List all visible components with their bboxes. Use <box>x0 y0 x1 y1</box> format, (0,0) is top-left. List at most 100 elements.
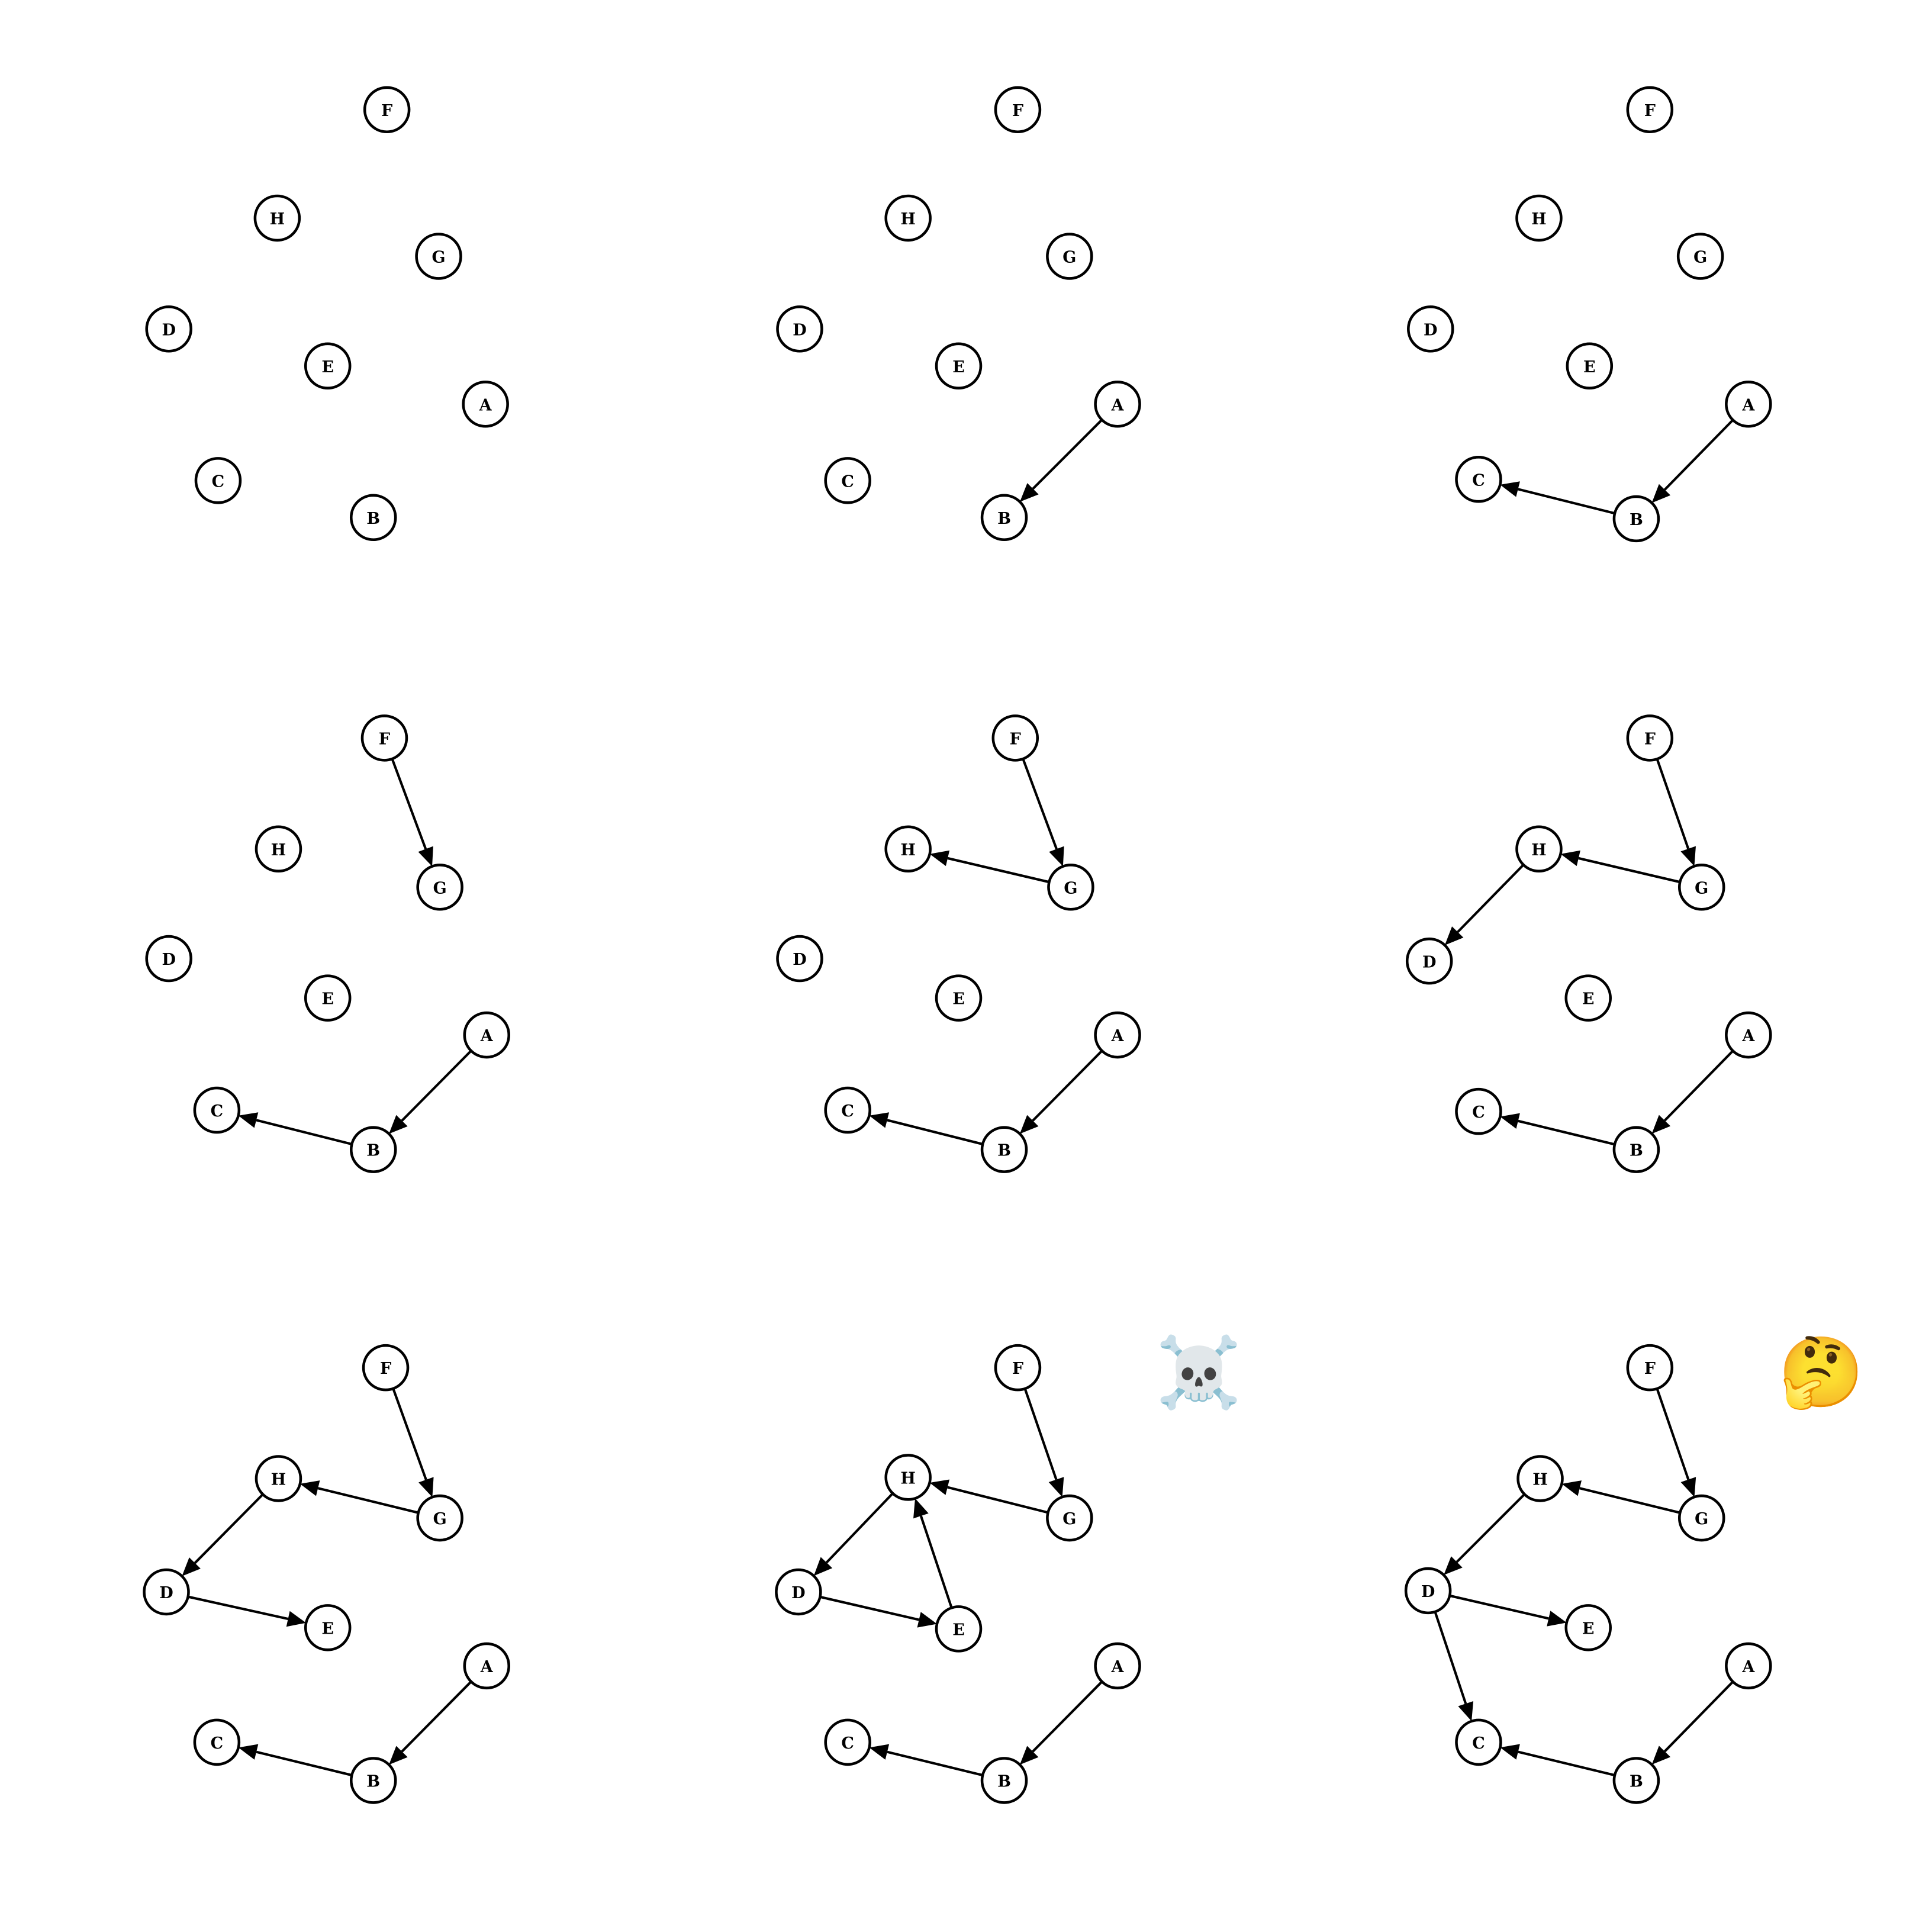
edge-line <box>401 1680 472 1753</box>
node-f: F <box>362 1344 410 1392</box>
node-a: A <box>1725 1642 1772 1690</box>
edge-G-H <box>1561 1480 1680 1514</box>
node-h: H <box>884 1454 932 1501</box>
arrowhead-icon <box>913 1498 929 1519</box>
node-e: E <box>304 342 352 390</box>
arrowhead-icon <box>1444 1556 1463 1575</box>
edge-D-C <box>1434 1611 1474 1721</box>
node-circle <box>935 342 983 390</box>
node-circle <box>416 1494 463 1542</box>
node-label: A <box>480 1658 494 1676</box>
edge-line <box>887 1750 983 1777</box>
arrowhead-icon <box>1444 926 1464 945</box>
edge-line <box>887 1119 983 1146</box>
node-f: F <box>994 86 1042 134</box>
arrowhead-icon <box>389 1746 408 1765</box>
node-circle <box>884 194 932 242</box>
arrowhead-icon <box>1680 846 1696 867</box>
node-circle <box>1612 1126 1660 1173</box>
arrowhead-icon <box>869 1112 890 1128</box>
node-circle <box>1725 1011 1772 1059</box>
node-e: E <box>304 974 352 1022</box>
node-d: D <box>143 1568 190 1616</box>
node-label: C <box>1472 1734 1485 1753</box>
node-circle <box>1047 864 1094 911</box>
node-d: D <box>1404 1567 1452 1615</box>
edge-D-E <box>819 1595 938 1628</box>
node-label: D <box>793 321 806 339</box>
arrowhead-icon <box>1560 850 1580 867</box>
node-h: H <box>884 825 932 873</box>
node-label: F <box>1644 102 1656 120</box>
node-circle <box>824 457 871 504</box>
arrowhead-icon <box>929 1479 950 1495</box>
node-label: B <box>997 1142 1011 1160</box>
node-circle <box>884 825 932 873</box>
edge-F-G <box>392 1388 434 1498</box>
node-h: H <box>884 194 932 242</box>
edge-A-B <box>1651 419 1734 503</box>
node-label: A <box>1111 1027 1125 1045</box>
node-label: B <box>997 510 1011 528</box>
edge-B-C <box>869 1112 983 1146</box>
edge-line <box>1457 864 1525 933</box>
edge-line <box>1032 1680 1103 1753</box>
node-g: G <box>1677 1494 1725 1542</box>
edge-B-C <box>238 1744 352 1777</box>
arrowhead-icon <box>917 1612 938 1628</box>
edge-E-H <box>913 1498 953 1609</box>
node-e: E <box>935 1605 983 1653</box>
arrowhead-icon <box>1500 1744 1520 1760</box>
node-label: E <box>952 358 965 376</box>
edge-F-G <box>1023 1388 1064 1498</box>
node-circle <box>255 1455 302 1502</box>
node-label: C <box>1472 471 1485 490</box>
node-circle <box>980 494 1028 542</box>
edge-line <box>819 1595 920 1621</box>
node-circle <box>1725 1642 1772 1690</box>
node-label: C <box>841 472 854 491</box>
arrowhead-icon <box>286 1611 307 1627</box>
edge-line <box>256 1119 352 1146</box>
node-circle <box>349 1757 397 1804</box>
edge-A-B <box>1020 418 1103 502</box>
edge-line <box>188 1595 289 1621</box>
node-label: B <box>997 1773 1011 1791</box>
edge-F-G <box>1656 758 1696 867</box>
edge-A-B <box>1019 1049 1103 1134</box>
edge-line <box>1032 1049 1103 1122</box>
arrowhead-icon <box>300 1480 320 1496</box>
node-circle <box>1516 1455 1564 1502</box>
node-label: F <box>379 730 390 748</box>
node-g: G <box>1677 864 1725 911</box>
node-circle <box>1094 1011 1141 1059</box>
node-a: A <box>1725 381 1772 428</box>
node-circle <box>360 714 408 762</box>
node-d: D <box>145 935 192 983</box>
node-label: A <box>1741 1658 1755 1676</box>
edge-A-B <box>1651 1049 1734 1134</box>
edge-line <box>825 1492 894 1564</box>
node-a: A <box>463 1642 511 1690</box>
node-circle <box>1612 495 1660 543</box>
node-circle <box>194 457 242 504</box>
node-label: E <box>321 358 334 376</box>
node-circle <box>824 1086 871 1134</box>
edge-A-B <box>1651 1680 1734 1765</box>
node-e: E <box>1564 1604 1612 1651</box>
node-label: G <box>433 879 447 897</box>
node-label: D <box>159 1584 173 1602</box>
node-d: D <box>776 305 823 353</box>
edge-line <box>919 1515 953 1609</box>
node-e: E <box>1566 342 1614 390</box>
node-circle <box>145 305 192 353</box>
node-circle <box>935 1605 983 1653</box>
edge-F-G <box>391 758 433 867</box>
node-label: E <box>1582 1619 1595 1638</box>
node-label: F <box>380 1360 391 1378</box>
node-label: D <box>791 1584 805 1602</box>
